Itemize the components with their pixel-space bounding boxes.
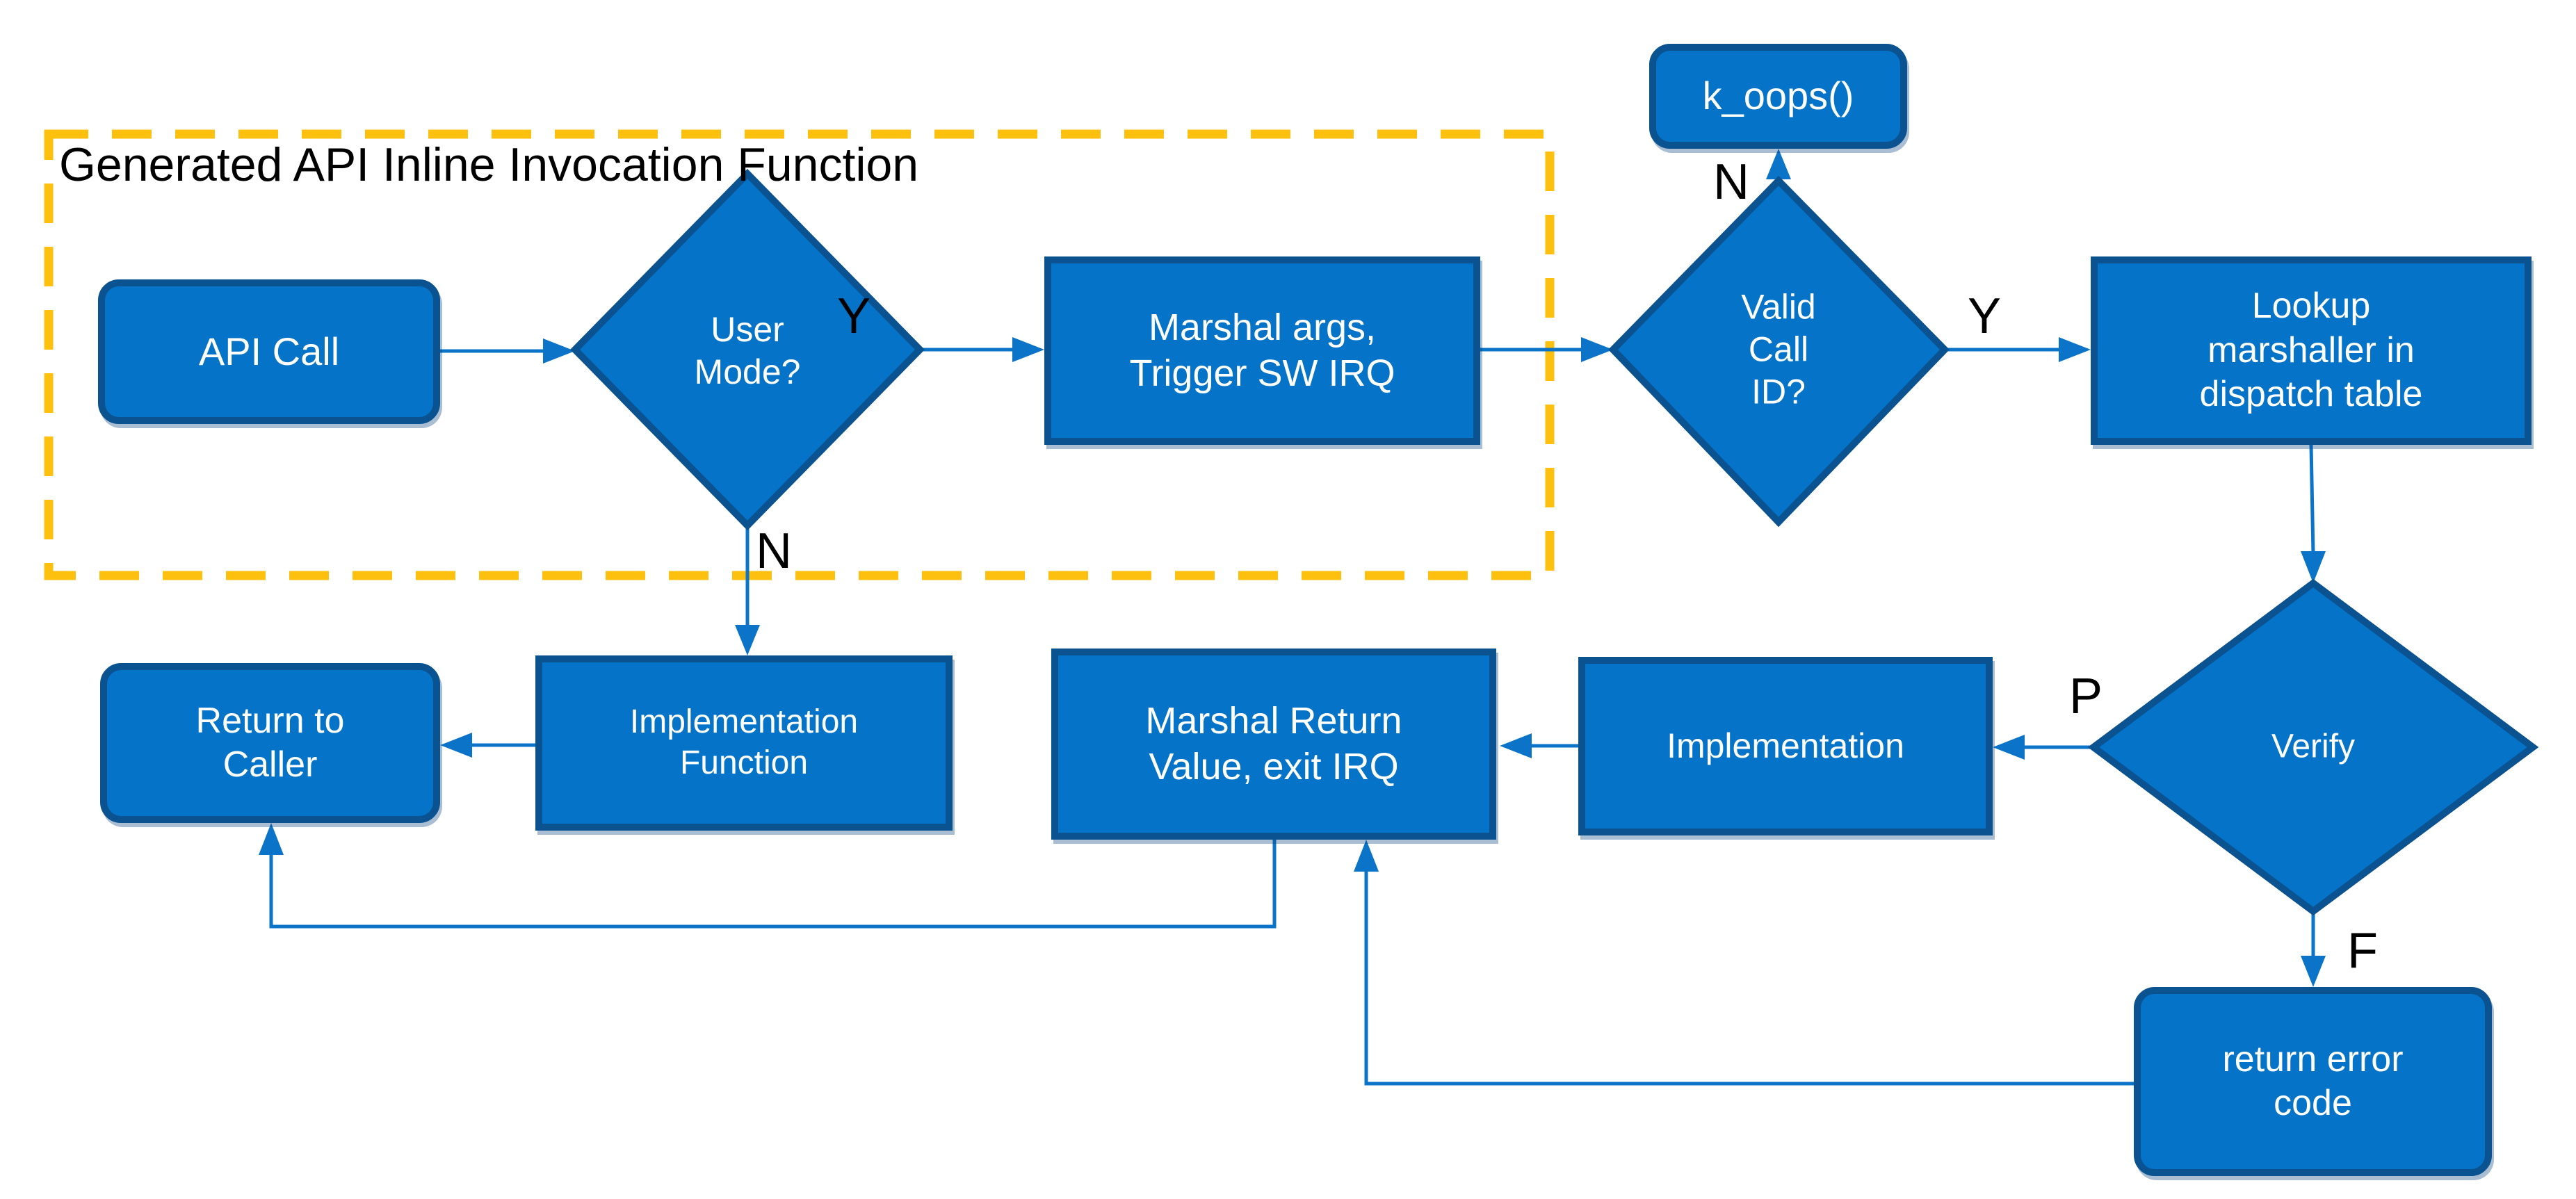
user-mode-decision	[569, 168, 925, 531]
node-marshal-return-label: Marshal Return Value, exit IRQ	[1145, 699, 1402, 788]
edge-user-mode-no-to-impl-function	[735, 525, 760, 655]
edge-label-valid-call-yes: Y	[1967, 288, 2002, 344]
node-k-oops-label: k_oops()	[1702, 74, 1854, 118]
node-lookup-marshaller: Lookup marshaller in dispatch table	[2091, 256, 2532, 445]
verify-decision	[2087, 578, 2539, 916]
edge-verify-fail-to-return-error	[2301, 911, 2326, 987]
edge-verify-pass-to-implementation	[1993, 735, 2093, 760]
node-k-oops: k_oops()	[1649, 44, 1907, 149]
edge-return-error-to-marshal-return	[1354, 840, 2134, 1086]
verify-decision-label: Verify	[2271, 728, 2356, 765]
edge-label-user-mode-yes: Y	[836, 288, 871, 344]
node-lookup-marshaller-label: Lookup marshaller in dispatch table	[2199, 286, 2423, 415]
node-return-error-code: return error code	[2134, 987, 2492, 1176]
node-api-call-label: API Call	[198, 329, 340, 373]
valid-call-id-decision-label: Valid Call ID?	[1741, 287, 1816, 411]
node-marshal-args: Marshal args, Trigger SW IRQ	[1044, 256, 1480, 445]
edge-lookup-to-verify	[2301, 444, 2326, 583]
node-implementation: Implementation	[1578, 657, 1993, 835]
node-api-call: API Call	[98, 279, 440, 424]
node-implementation-label: Implementation	[1667, 726, 1904, 765]
node-return-to-caller: Return to Caller	[100, 663, 440, 823]
edge-label-valid-call-no: N	[1713, 154, 1749, 210]
generated-api-boundary	[44, 129, 1555, 580]
edge-impl-function-to-return-caller	[440, 733, 535, 758]
node-implementation-function: Implementation Function	[535, 655, 953, 831]
edge-implementation-to-marshal-return	[1500, 733, 1578, 758]
edge-label-verify-fail: F	[2347, 923, 2378, 979]
edge-api-call-to-user-mode	[440, 339, 575, 364]
node-return-error-code-label: return error code	[2222, 1038, 2404, 1123]
edge-user-mode-yes-to-marshal-args	[920, 337, 1044, 362]
node-marshal-args-label: Marshal args, Trigger SW IRQ	[1129, 306, 1395, 394]
edge-label-user-mode-no: N	[756, 523, 792, 579]
node-return-to-caller-label: Return to Caller	[195, 700, 345, 785]
user-mode-decision-label: User Mode?	[694, 310, 801, 391]
valid-call-id-decision	[1608, 175, 1950, 528]
edge-marshal-args-to-valid-call	[1480, 337, 1613, 362]
edge-valid-call-yes-to-lookup	[1945, 337, 2091, 362]
edge-marshal-return-to-return-caller	[259, 823, 1277, 929]
node-marshal-return: Marshal Return Value, exit IRQ	[1051, 649, 1496, 840]
node-implementation-function-label: Implementation Function	[629, 703, 859, 781]
edge-label-verify-pass: P	[2068, 669, 2103, 724]
diagram-title: Generated API Inline Invocation Function	[59, 138, 919, 191]
